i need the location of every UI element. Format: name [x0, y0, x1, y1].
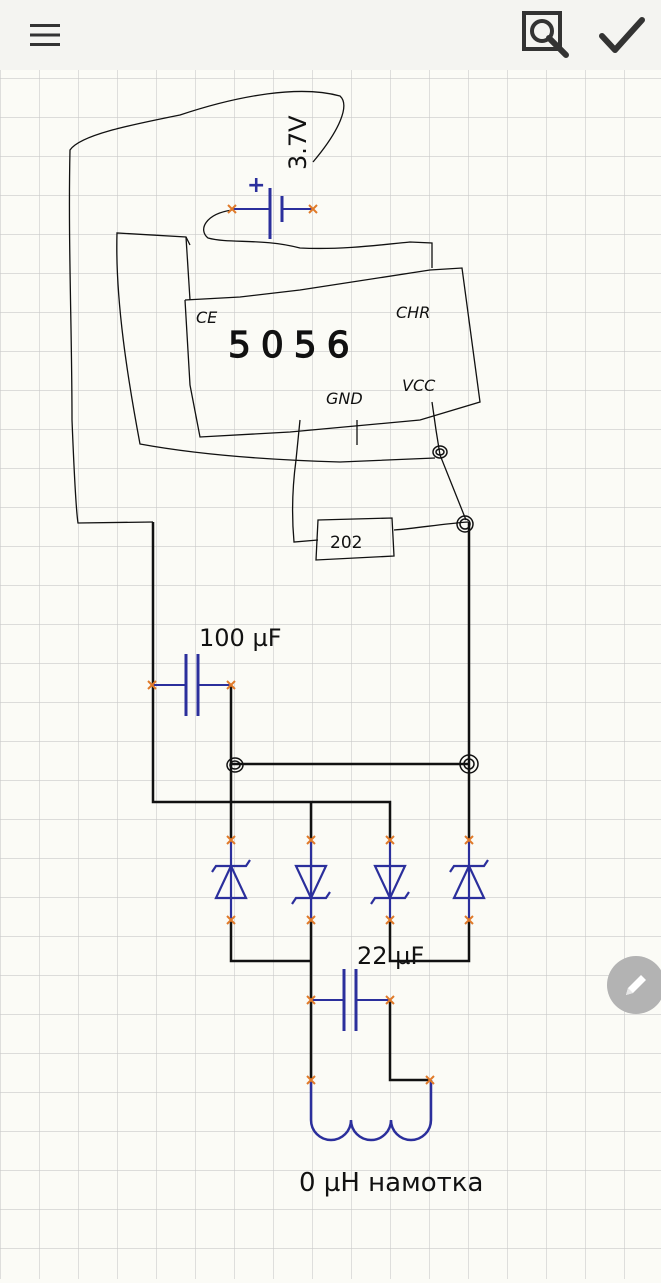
pin-ce-label: CE: [196, 308, 218, 327]
zoom-search-icon: [522, 11, 569, 58]
confirm-button[interactable]: [594, 0, 650, 70]
cap2-label: 22 µF: [357, 942, 424, 970]
battery-voltage-label: 3.7V: [284, 115, 312, 170]
inductor-coil[interactable]: 0 µH намотка: [299, 1080, 483, 1198]
pencil-edit-icon: [626, 975, 646, 995]
capacitor-22uf[interactable]: 22 µF: [311, 942, 424, 1031]
resistor-label: 202: [330, 533, 362, 553]
zener-diode-2[interactable]: [291, 840, 331, 920]
coil-label: 0 µH намотка: [299, 1168, 483, 1198]
pin-chr-label: CHR: [396, 303, 430, 322]
top-toolbar: [0, 0, 661, 70]
chip-block[interactable]: CE CHR 5056 GND VCC: [196, 303, 436, 408]
battery-component[interactable]: + 3.7V: [232, 115, 313, 239]
schematic-drawing[interactable]: CE CHR 5056 GND VCC 202 + 3.7V: [0, 70, 661, 1279]
check-icon: [599, 17, 645, 53]
zoom-button[interactable]: [516, 0, 576, 70]
capacitor-100uf[interactable]: 100 µF: [152, 624, 282, 716]
chip-name-label: 5056: [228, 325, 360, 366]
schematic-canvas[interactable]: CE CHR 5056 GND VCC 202 + 3.7V: [0, 70, 661, 1279]
pin-gnd-label: GND: [326, 389, 363, 408]
edit-fab-button[interactable]: [607, 956, 661, 1014]
battery-plus-sign: +: [247, 173, 265, 198]
zener-diode-4[interactable]: [449, 840, 489, 920]
menu-button[interactable]: [18, 0, 72, 70]
terminal-markers: [147, 204, 474, 1085]
pin-vcc-label: VCC: [402, 376, 436, 395]
cap1-label: 100 µF: [199, 624, 282, 652]
zener-diode-3[interactable]: [370, 840, 410, 920]
zener-diode-1[interactable]: [211, 840, 251, 920]
hamburger-menu-icon: [30, 24, 60, 46]
handdrawn-wires: [68, 90, 481, 561]
grid-background: [0, 70, 661, 1279]
